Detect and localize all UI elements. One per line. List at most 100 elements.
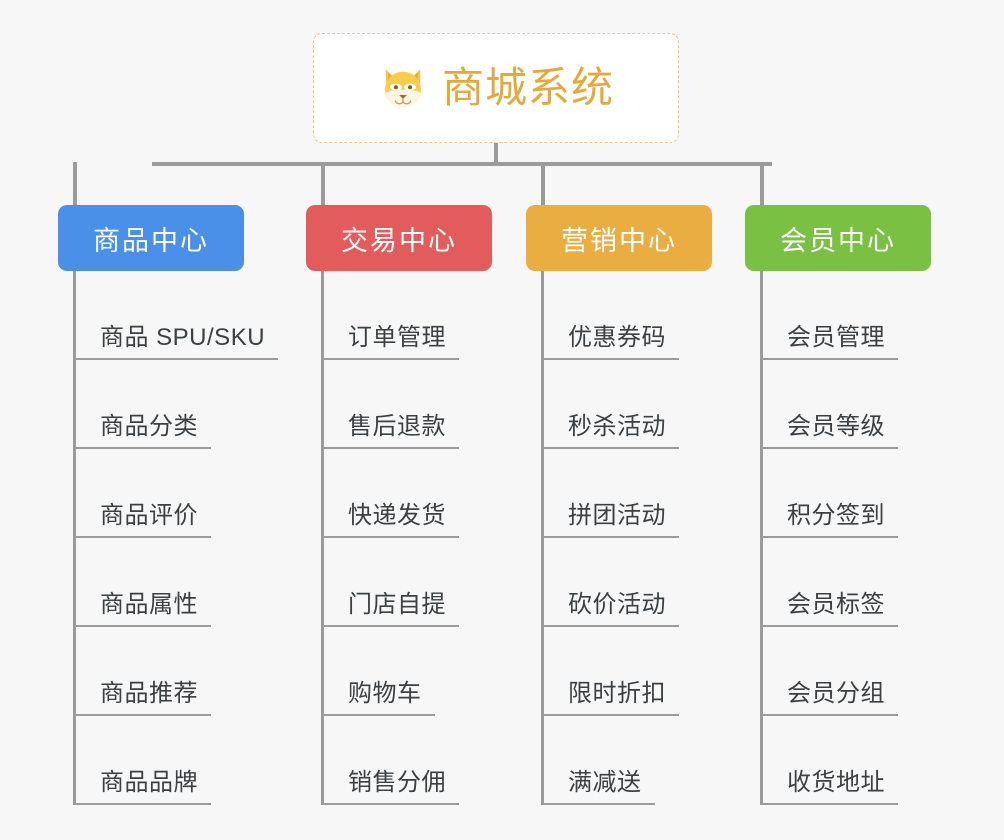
leaf-underline bbox=[760, 714, 898, 716]
leaf-label: 限时折扣 bbox=[568, 680, 666, 707]
list-item[interactable]: 商品 SPU/SKU bbox=[58, 271, 278, 360]
leaf-underline bbox=[541, 536, 679, 538]
connector-drop bbox=[760, 162, 764, 207]
list-item[interactable]: 订单管理 bbox=[306, 271, 492, 360]
leaf-underline bbox=[73, 447, 211, 449]
category-title: 会员中心 bbox=[780, 225, 896, 256]
leaf-underline bbox=[321, 536, 459, 538]
list-item[interactable]: 商品属性 bbox=[58, 538, 244, 627]
list-item[interactable]: 限时折扣 bbox=[526, 627, 712, 716]
leaf-label: 拼团活动 bbox=[568, 502, 666, 529]
list-item[interactable]: 商品品牌 bbox=[58, 716, 244, 805]
list-item[interactable]: 商品推荐 bbox=[58, 627, 244, 716]
leaf-underline bbox=[541, 447, 679, 449]
category-header-member[interactable]: 会员中心 bbox=[745, 205, 931, 271]
list-item[interactable]: 收货地址 bbox=[745, 716, 931, 805]
leaf-underline bbox=[73, 714, 211, 716]
leaf-label: 商品 SPU/SKU bbox=[100, 324, 266, 351]
category-header-marketing[interactable]: 营销中心 bbox=[526, 205, 712, 271]
leaf-underline bbox=[760, 803, 898, 805]
leaf-underline bbox=[73, 803, 211, 805]
leaf-label: 收货地址 bbox=[787, 769, 885, 796]
list-item[interactable]: 会员标签 bbox=[745, 538, 931, 627]
leaf-label: 满减送 bbox=[568, 769, 642, 796]
connector-trunk bbox=[760, 271, 763, 805]
leaf-underline bbox=[321, 803, 459, 805]
list-item[interactable]: 购物车 bbox=[306, 627, 492, 716]
leaf-underline bbox=[541, 714, 679, 716]
category-column-member: 会员中心 会员管理 会员等级 积分签到 会员标签 会员分组 bbox=[745, 162, 931, 805]
leaf-label: 商品品牌 bbox=[100, 769, 198, 796]
list-item[interactable]: 拼团活动 bbox=[526, 449, 712, 538]
leaf-label: 会员分组 bbox=[787, 680, 885, 707]
list-item[interactable]: 会员管理 bbox=[745, 271, 931, 360]
connector-drop bbox=[541, 162, 545, 207]
list-item[interactable]: 销售分佣 bbox=[306, 716, 492, 805]
leaf-label: 商品属性 bbox=[100, 591, 198, 618]
root-title: 商城系统 bbox=[441, 64, 614, 111]
leaf-label: 砍价活动 bbox=[568, 591, 666, 618]
leaf-label: 门店自提 bbox=[348, 591, 446, 618]
leaf-label: 会员管理 bbox=[787, 324, 885, 351]
leaf-underline bbox=[760, 536, 898, 538]
leaf-label: 购物车 bbox=[348, 680, 422, 707]
connector-trunk bbox=[321, 271, 324, 805]
connector-drop bbox=[73, 162, 77, 207]
connector-root-stem bbox=[494, 143, 498, 165]
list-item[interactable]: 满减送 bbox=[526, 716, 712, 805]
list-item[interactable]: 会员分组 bbox=[745, 627, 931, 716]
leaf-list: 会员管理 会员等级 积分签到 会员标签 会员分组 收货地址 bbox=[745, 271, 931, 805]
list-item[interactable]: 秒杀活动 bbox=[526, 360, 712, 449]
leaf-label: 售后退款 bbox=[348, 413, 446, 440]
list-item[interactable]: 积分签到 bbox=[745, 449, 931, 538]
leaf-underline bbox=[541, 358, 679, 360]
leaf-list: 订单管理 售后退款 快递发货 门店自提 购物车 销售分佣 bbox=[306, 271, 492, 805]
category-column-product: 商品中心 商品 SPU/SKU 商品分类 商品评价 商品属性 商品推荐 bbox=[58, 162, 278, 805]
leaf-label: 商品评价 bbox=[100, 502, 198, 529]
root-node-mall-system[interactable]: 商城系统 bbox=[313, 33, 679, 143]
leaf-label: 商品推荐 bbox=[100, 680, 198, 707]
category-title: 营销中心 bbox=[561, 225, 677, 256]
leaf-underline bbox=[321, 358, 459, 360]
list-item[interactable]: 砍价活动 bbox=[526, 538, 712, 627]
list-item[interactable]: 会员等级 bbox=[745, 360, 931, 449]
connector-trunk bbox=[73, 271, 76, 805]
category-title: 商品中心 bbox=[93, 225, 209, 256]
leaf-label: 商品分类 bbox=[100, 413, 198, 440]
category-column-trade: 交易中心 订单管理 售后退款 快递发货 门店自提 购物车 bbox=[306, 162, 492, 805]
list-item[interactable]: 门店自提 bbox=[306, 538, 492, 627]
dog-face-icon bbox=[385, 69, 421, 108]
category-title: 交易中心 bbox=[341, 225, 457, 256]
leaf-underline bbox=[321, 625, 459, 627]
leaf-label: 会员标签 bbox=[787, 591, 885, 618]
leaf-underline bbox=[760, 447, 898, 449]
leaf-label: 订单管理 bbox=[348, 324, 446, 351]
connector-horizontal-bus bbox=[152, 162, 772, 166]
leaf-label: 秒杀活动 bbox=[568, 413, 666, 440]
leaf-label: 快递发货 bbox=[348, 502, 446, 529]
leaf-list: 商品 SPU/SKU 商品分类 商品评价 商品属性 商品推荐 商品品牌 bbox=[58, 271, 278, 805]
connector-drop bbox=[321, 162, 325, 207]
category-header-trade[interactable]: 交易中心 bbox=[306, 205, 492, 271]
list-item[interactable]: 商品分类 bbox=[58, 360, 244, 449]
leaf-label: 销售分佣 bbox=[348, 769, 446, 796]
category-header-product[interactable]: 商品中心 bbox=[58, 205, 244, 271]
list-item[interactable]: 商品评价 bbox=[58, 449, 244, 538]
leaf-underline bbox=[73, 358, 278, 360]
leaf-underline bbox=[321, 714, 435, 716]
list-item[interactable]: 售后退款 bbox=[306, 360, 492, 449]
leaf-underline bbox=[541, 625, 679, 627]
connector-trunk bbox=[541, 271, 544, 805]
leaf-underline bbox=[321, 447, 459, 449]
leaf-underline bbox=[73, 625, 211, 627]
leaf-underline bbox=[73, 536, 211, 538]
leaf-underline bbox=[760, 625, 898, 627]
leaf-label: 优惠券码 bbox=[568, 324, 666, 351]
list-item[interactable]: 优惠券码 bbox=[526, 271, 712, 360]
category-column-marketing: 营销中心 优惠券码 秒杀活动 拼团活动 砍价活动 限时折扣 bbox=[526, 162, 712, 805]
list-item[interactable]: 快递发货 bbox=[306, 449, 492, 538]
leaf-label: 积分签到 bbox=[787, 502, 885, 529]
leaf-underline bbox=[541, 803, 655, 805]
leaf-label: 会员等级 bbox=[787, 413, 885, 440]
